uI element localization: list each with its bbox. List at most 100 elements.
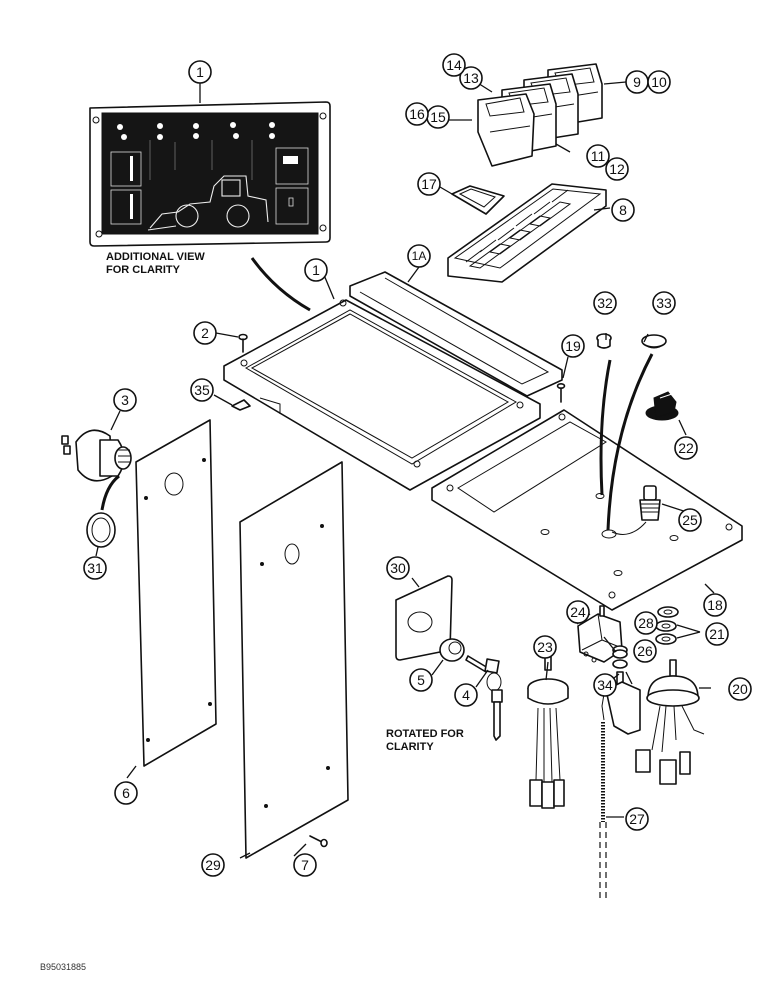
- callout-29[interactable]: 29: [201, 853, 225, 877]
- callout-32[interactable]: 32: [593, 291, 617, 315]
- push-button-part: [611, 485, 661, 535]
- cable-part: [599, 693, 607, 900]
- callout-6[interactable]: 6: [114, 781, 138, 805]
- rotary-switch-23-part: [527, 655, 569, 809]
- callout-1-top[interactable]: 1: [188, 60, 212, 84]
- callout-label: 22: [678, 440, 694, 456]
- callout-24[interactable]: 24: [566, 600, 590, 624]
- callout-label: 11: [591, 148, 606, 164]
- callout-label: 1: [196, 64, 204, 80]
- callout-label: 34: [597, 677, 613, 693]
- rotary-switch-20-part: [635, 659, 705, 785]
- callout-30[interactable]: 30: [386, 556, 410, 580]
- callout-label: 15: [430, 109, 446, 125]
- callout-21[interactable]: 21: [705, 622, 729, 646]
- callout-23[interactable]: 23: [533, 635, 557, 659]
- callout-25[interactable]: 25: [678, 508, 702, 532]
- callout-2[interactable]: 2: [193, 321, 217, 345]
- callout-label: 18: [707, 597, 723, 613]
- callout-label: 31: [87, 560, 103, 576]
- callout-9[interactable]: 9: [625, 70, 649, 94]
- key-switch-arrow: [100, 474, 120, 511]
- callout-label: 32: [597, 295, 613, 311]
- callout-label: 16: [409, 106, 425, 122]
- callout-label: 23: [537, 639, 553, 655]
- callout-label: 14: [446, 57, 462, 73]
- callout-11[interactable]: 11: [586, 144, 610, 168]
- callout-label: 20: [732, 681, 748, 697]
- callout-31[interactable]: 31: [83, 556, 107, 580]
- callout-label: 4: [462, 687, 470, 703]
- callout-7[interactable]: 7: [293, 853, 317, 877]
- instrument-panel-face-view: [89, 101, 331, 247]
- callout-1a[interactable]: 1A: [407, 244, 431, 268]
- plug-small-arrow: [599, 359, 612, 496]
- knob-part: [645, 391, 679, 421]
- callout-label: 27: [629, 811, 645, 827]
- rotated-note-line2: CLARITY: [386, 741, 434, 753]
- callout-18[interactable]: 18: [703, 593, 727, 617]
- right-side-panel-part: [239, 461, 349, 859]
- callout-8[interactable]: 8: [611, 198, 635, 222]
- callout-19[interactable]: 19: [561, 334, 585, 358]
- console-plate-part: [431, 409, 743, 611]
- switch-housing-part: [447, 183, 607, 283]
- panel-gasket-frame-part: [349, 271, 563, 397]
- screw-7-part: [309, 835, 328, 848]
- additional-view-note-line2: FOR CLARITY: [106, 264, 181, 276]
- additional-view-note-line1: ADDITIONAL VIEW: [106, 251, 205, 263]
- callout-label: 9: [633, 74, 641, 90]
- blank-plug-part: [451, 185, 505, 215]
- callout-4[interactable]: 4: [454, 683, 478, 707]
- callout-20[interactable]: 20: [728, 677, 752, 701]
- callout-label: 26: [637, 643, 653, 659]
- callout-22[interactable]: 22: [674, 436, 698, 460]
- callout-label: 2: [201, 325, 209, 341]
- callout-27[interactable]: 27: [625, 807, 649, 831]
- callout-17[interactable]: 17: [417, 172, 441, 196]
- callout-26[interactable]: 26: [633, 639, 657, 663]
- callout-label: 25: [682, 512, 698, 528]
- callout-label: 24: [570, 604, 586, 620]
- plug-small-part: [596, 333, 612, 349]
- callout-16[interactable]: 16: [405, 102, 429, 126]
- callout-33[interactable]: 33: [652, 291, 676, 315]
- callout-10[interactable]: 10: [647, 70, 671, 94]
- callout-label: 29: [205, 857, 221, 873]
- screw-2-part: [238, 333, 248, 353]
- rotated-note-line1: ROTATED FOR: [386, 728, 464, 740]
- callout-13[interactable]: 13: [459, 66, 483, 90]
- key-switch-part: [61, 429, 132, 482]
- callout-label: 10: [651, 74, 667, 90]
- callout-5[interactable]: 5: [409, 668, 433, 692]
- callout-label: 1: [312, 262, 320, 278]
- washer-34-part: [612, 659, 628, 669]
- bezel-ring-part: [86, 512, 116, 548]
- callout-label: 33: [656, 295, 672, 311]
- callout-12[interactable]: 12: [605, 157, 629, 181]
- callout-15[interactable]: 15: [426, 105, 450, 129]
- plug-large-arrow: [606, 353, 654, 531]
- instrument-panel-frame-part: [223, 299, 541, 491]
- callout-1-frame[interactable]: 1: [304, 258, 328, 282]
- callout-label: 13: [463, 70, 479, 86]
- rocker-switch-group: [477, 63, 603, 167]
- figure-id: B95031885: [40, 962, 86, 972]
- clip-part: [231, 399, 251, 411]
- callout-3[interactable]: 3: [113, 388, 137, 412]
- callout-34[interactable]: 34: [593, 673, 617, 697]
- callout-label: 6: [122, 785, 130, 801]
- callout-label: 7: [301, 857, 309, 873]
- callout-label: 21: [709, 626, 725, 642]
- callout-label: 17: [421, 176, 437, 192]
- callout-28[interactable]: 28: [634, 611, 658, 635]
- callout-label: 35: [194, 382, 210, 398]
- left-side-panel-part: [135, 419, 217, 767]
- washers-part: [655, 606, 679, 645]
- nut-part: [439, 638, 465, 662]
- nut-28-part: [612, 645, 628, 659]
- callout-label: 3: [121, 392, 129, 408]
- callout-35[interactable]: 35: [190, 378, 214, 402]
- callout-14[interactable]: 14: [442, 53, 466, 77]
- callout-label: 30: [390, 560, 406, 576]
